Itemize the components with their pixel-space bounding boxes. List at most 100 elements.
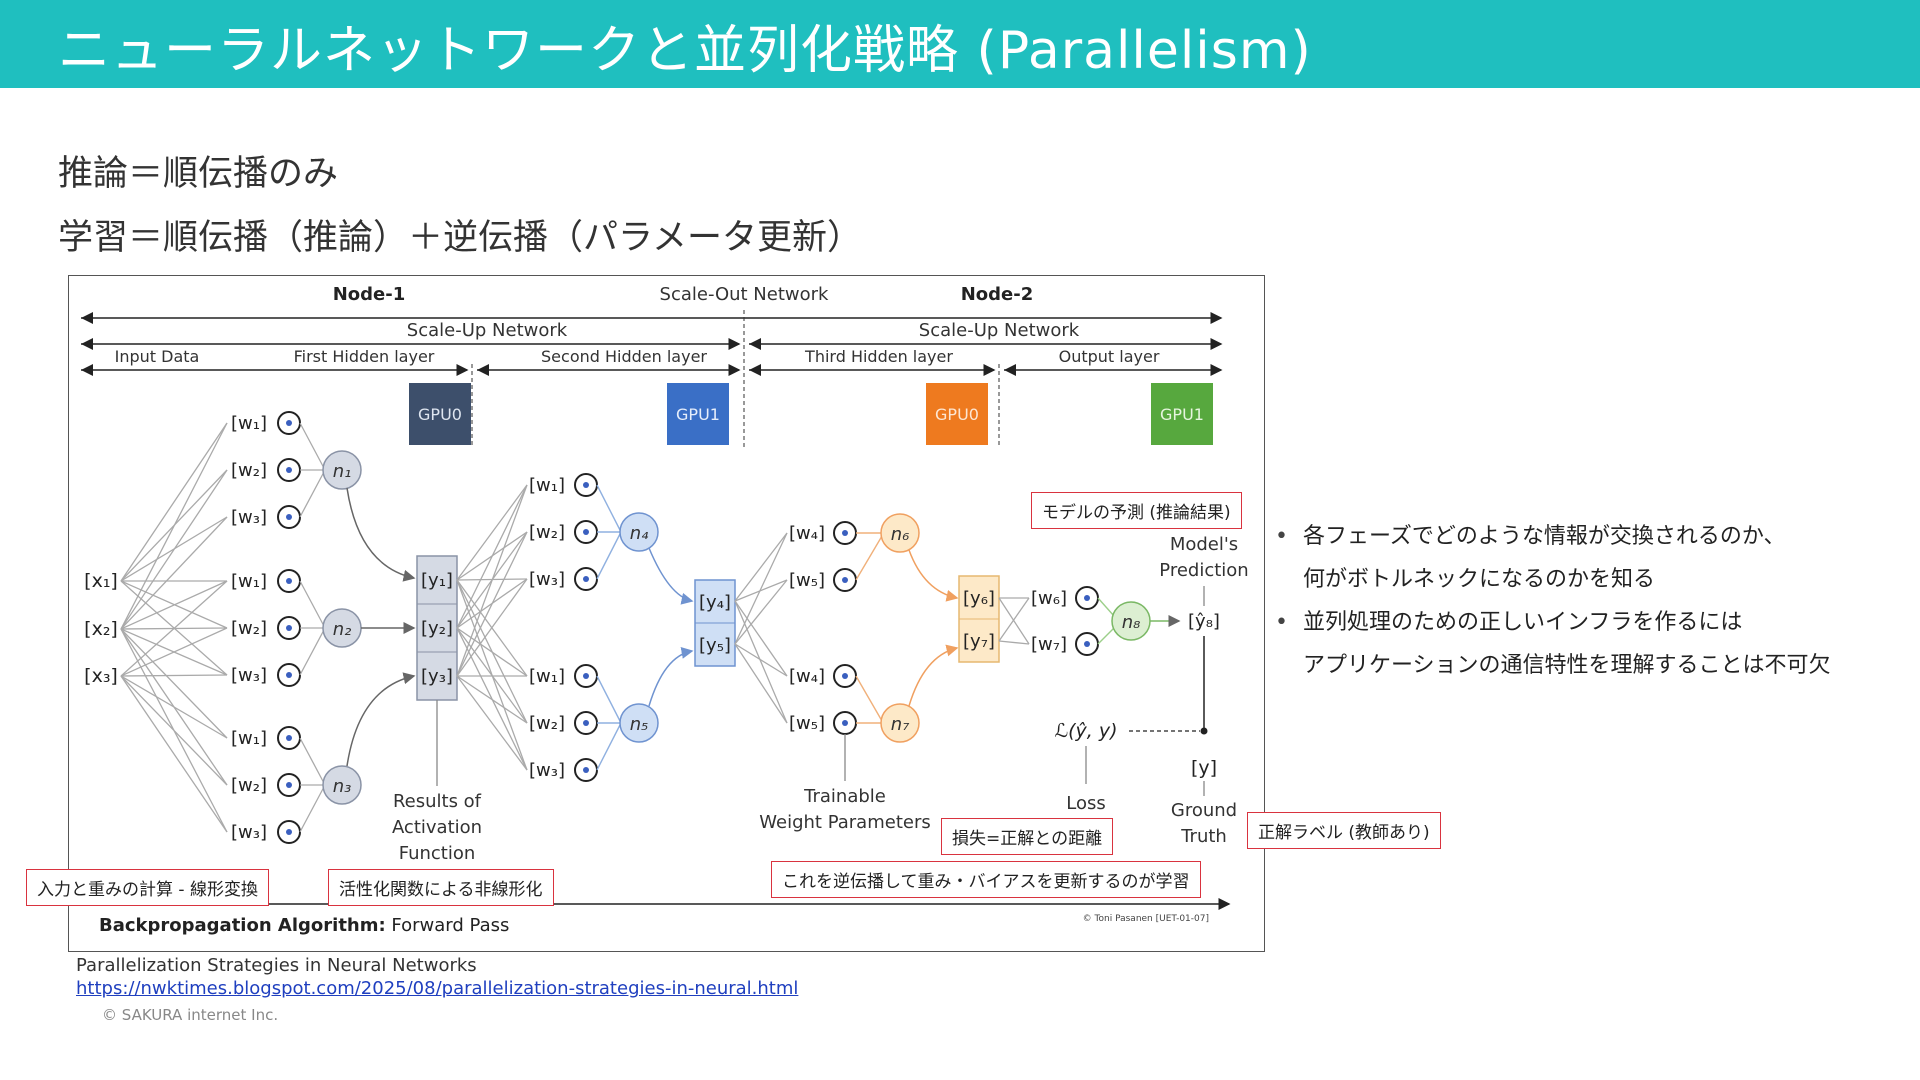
scale-up-1-label: Scale-Up Network [407, 320, 568, 341]
title-bar: ニューラルネットワークと並列化戦略 (Parallelism) [0, 0, 1920, 88]
scale-up-2-label: Scale-Up Network [919, 320, 1080, 341]
first-layer-dial-dots [286, 420, 292, 835]
svg-text:Ground: Ground [1171, 800, 1237, 821]
svg-text:Truth: Truth [1180, 826, 1227, 847]
neuron-n7: n₇ [880, 703, 920, 743]
svg-text:[y₅]: [y₅] [699, 635, 731, 656]
third-weight-connections [855, 532, 883, 724]
neuron-n1: n₁ [322, 450, 362, 490]
svg-text:[w₄]: [w₄] [789, 666, 825, 687]
third-input-connections [734, 532, 788, 724]
source-title: Parallelization Strategies in Neural Net… [76, 955, 477, 976]
neural-network-diagram: Node-1 Scale-Out Network Node-2 Scale-Up… [68, 275, 1265, 952]
svg-text:[w₁]: [w₁] [231, 571, 267, 592]
svg-text:Prediction: Prediction [1159, 560, 1248, 581]
svg-text:GPU1: GPU1 [1160, 405, 1204, 424]
svg-text:[w₅]: [w₅] [789, 570, 825, 591]
footer-caption: Backpropagation Algorithm: Forward Pass [99, 915, 509, 936]
layer-third-label: Third Hidden layer [804, 347, 953, 366]
layer-output-label: Output layer [1059, 347, 1160, 366]
svg-text:[y₇]: [y₇] [963, 631, 995, 652]
layer-second-label: Second Hidden layer [541, 347, 707, 366]
gpu-box-2: GPU1 [667, 383, 729, 445]
bullet-dot-icon: • [1275, 610, 1288, 635]
diagram-svg: Node-1 Scale-Out Network Node-2 Scale-Up… [81, 284, 1249, 936]
loss-function: ℒ(ŷ, y) [1054, 720, 1117, 742]
svg-text:[y₁]: [y₁] [421, 570, 453, 591]
gpu-box-1: GPU0 [409, 383, 471, 445]
output-input-connections [998, 597, 1030, 645]
input-x3: [x₃] [84, 665, 118, 687]
svg-text:n₆: n₆ [891, 524, 910, 545]
loss-caption: Loss [1066, 793, 1105, 814]
bullet-item-2-cont: アプリケーションの通信特性を理解することは不可欠 [1303, 653, 1831, 678]
layer-first-label: First Hidden layer [294, 347, 435, 366]
input-connections [120, 422, 228, 833]
bullet-dot-icon: • [1275, 524, 1288, 549]
neuron-n3: n₃ [322, 765, 362, 805]
output-dial-dots [1084, 595, 1090, 647]
source-link[interactable]: https://nwktimes.blogspot.com/2025/08/pa… [76, 978, 799, 999]
scale-out-label: Scale-Out Network [660, 284, 830, 305]
layer-input-label: Input Data [115, 347, 200, 366]
svg-text:[w₆]: [w₆] [1031, 588, 1067, 609]
svg-text:GPU1: GPU1 [676, 405, 720, 424]
svg-text:[w₇]: [w₇] [1031, 634, 1067, 655]
gpu-box-4: GPU1 [1151, 383, 1213, 445]
input-x1: [x₁] [84, 570, 118, 592]
neuron-n2: n₂ [322, 608, 362, 648]
svg-text:n₂: n₂ [333, 619, 352, 640]
svg-text:[w₃]: [w₃] [231, 507, 267, 528]
svg-text:[w₂]: [w₂] [529, 713, 565, 734]
trainable-caption: Trainable Weight Parameters [759, 786, 930, 833]
svg-text:[w₃]: [w₃] [529, 760, 565, 781]
activation-box-y1-y3: [y₁] [y₂] [y₃] [416, 555, 458, 701]
svg-text:GPU0: GPU0 [935, 405, 979, 424]
svg-text:[w₂]: [w₂] [231, 618, 267, 639]
callout-prediction: モデルの予測 (推論結果) [1031, 492, 1242, 529]
bullet-item-1-cont: 何がボトルネックになるのかを知る [1303, 567, 1656, 592]
prediction-y-hat: [ŷ₈] [1188, 611, 1220, 632]
svg-text:[w₁]: [w₁] [231, 728, 267, 749]
slide-title: ニューラルネットワークと並列化戦略 (Parallelism) [58, 21, 1312, 81]
callout-linear: 入力と重みの計算 - 線形変換 [26, 869, 269, 906]
svg-text:n₈: n₈ [1122, 612, 1141, 633]
svg-text:Weight Parameters: Weight Parameters [759, 812, 930, 833]
ground-truth-caption: Ground Truth [1171, 800, 1237, 847]
second-input-connections [456, 484, 528, 771]
svg-text:n₃: n₃ [333, 776, 352, 797]
diagram-credit: © Toni Pasanen [UET-01-07] [1083, 914, 1209, 924]
ground-truth-y: [y] [1191, 757, 1217, 779]
first-layer-weights: [w₁][w₂][w₃] [w₁][w₂][w₃] [w₁][w₂][w₃] [231, 413, 267, 843]
svg-text:n₇: n₇ [891, 714, 910, 735]
svg-text:[w₃]: [w₃] [529, 569, 565, 590]
bullet-item-2: •並列処理のための正しいインフラを作るには [1275, 601, 1831, 644]
neuron-n4: n₄ [619, 512, 659, 552]
svg-text:Trainable: Trainable [803, 786, 886, 807]
svg-text:n₄: n₄ [630, 523, 649, 544]
svg-text:Results of: Results of [393, 791, 482, 812]
svg-text:[y₄]: [y₄] [699, 592, 731, 613]
gpu-box-3: GPU0 [926, 383, 988, 445]
first-weight-connections [299, 422, 326, 833]
svg-text:[w₁]: [w₁] [529, 475, 565, 496]
second-layer-dial-icons [574, 473, 598, 782]
n-to-y-arrows [346, 487, 416, 767]
bullet-item-1: •各フェーズでどのような情報が交換されるのか、 [1275, 515, 1831, 558]
svg-text:[w₁]: [w₁] [231, 413, 267, 434]
svg-text:[w₃]: [w₃] [231, 665, 267, 686]
neuron-n6: n₆ [880, 513, 920, 553]
n4-n5-arrows [648, 547, 694, 707]
bullet-list: •各フェーズでどのような情報が交換されるのか、 何がボトルネックになるのかを知る… [1275, 515, 1831, 687]
callout-loss: 損失=正解との距離 [941, 818, 1114, 855]
activation-box-y6-y7: [y₆] [y₇] [958, 575, 1000, 663]
output-weight-connections [1097, 597, 1115, 645]
activation-caption: Results of Activation Function [392, 791, 482, 864]
model-prediction-caption: Model's Prediction [1159, 534, 1248, 581]
svg-text:Function: Function [399, 843, 476, 864]
callout-backprop: これを逆伝播して重み・バイアスを更新するのが学習 [771, 861, 1201, 898]
svg-text:[y₃]: [y₃] [421, 666, 453, 687]
third-layer-dial-dots [842, 530, 848, 726]
inference-line: 推論＝順伝播のみ [58, 154, 339, 194]
node1-label: Node-1 [333, 284, 406, 305]
